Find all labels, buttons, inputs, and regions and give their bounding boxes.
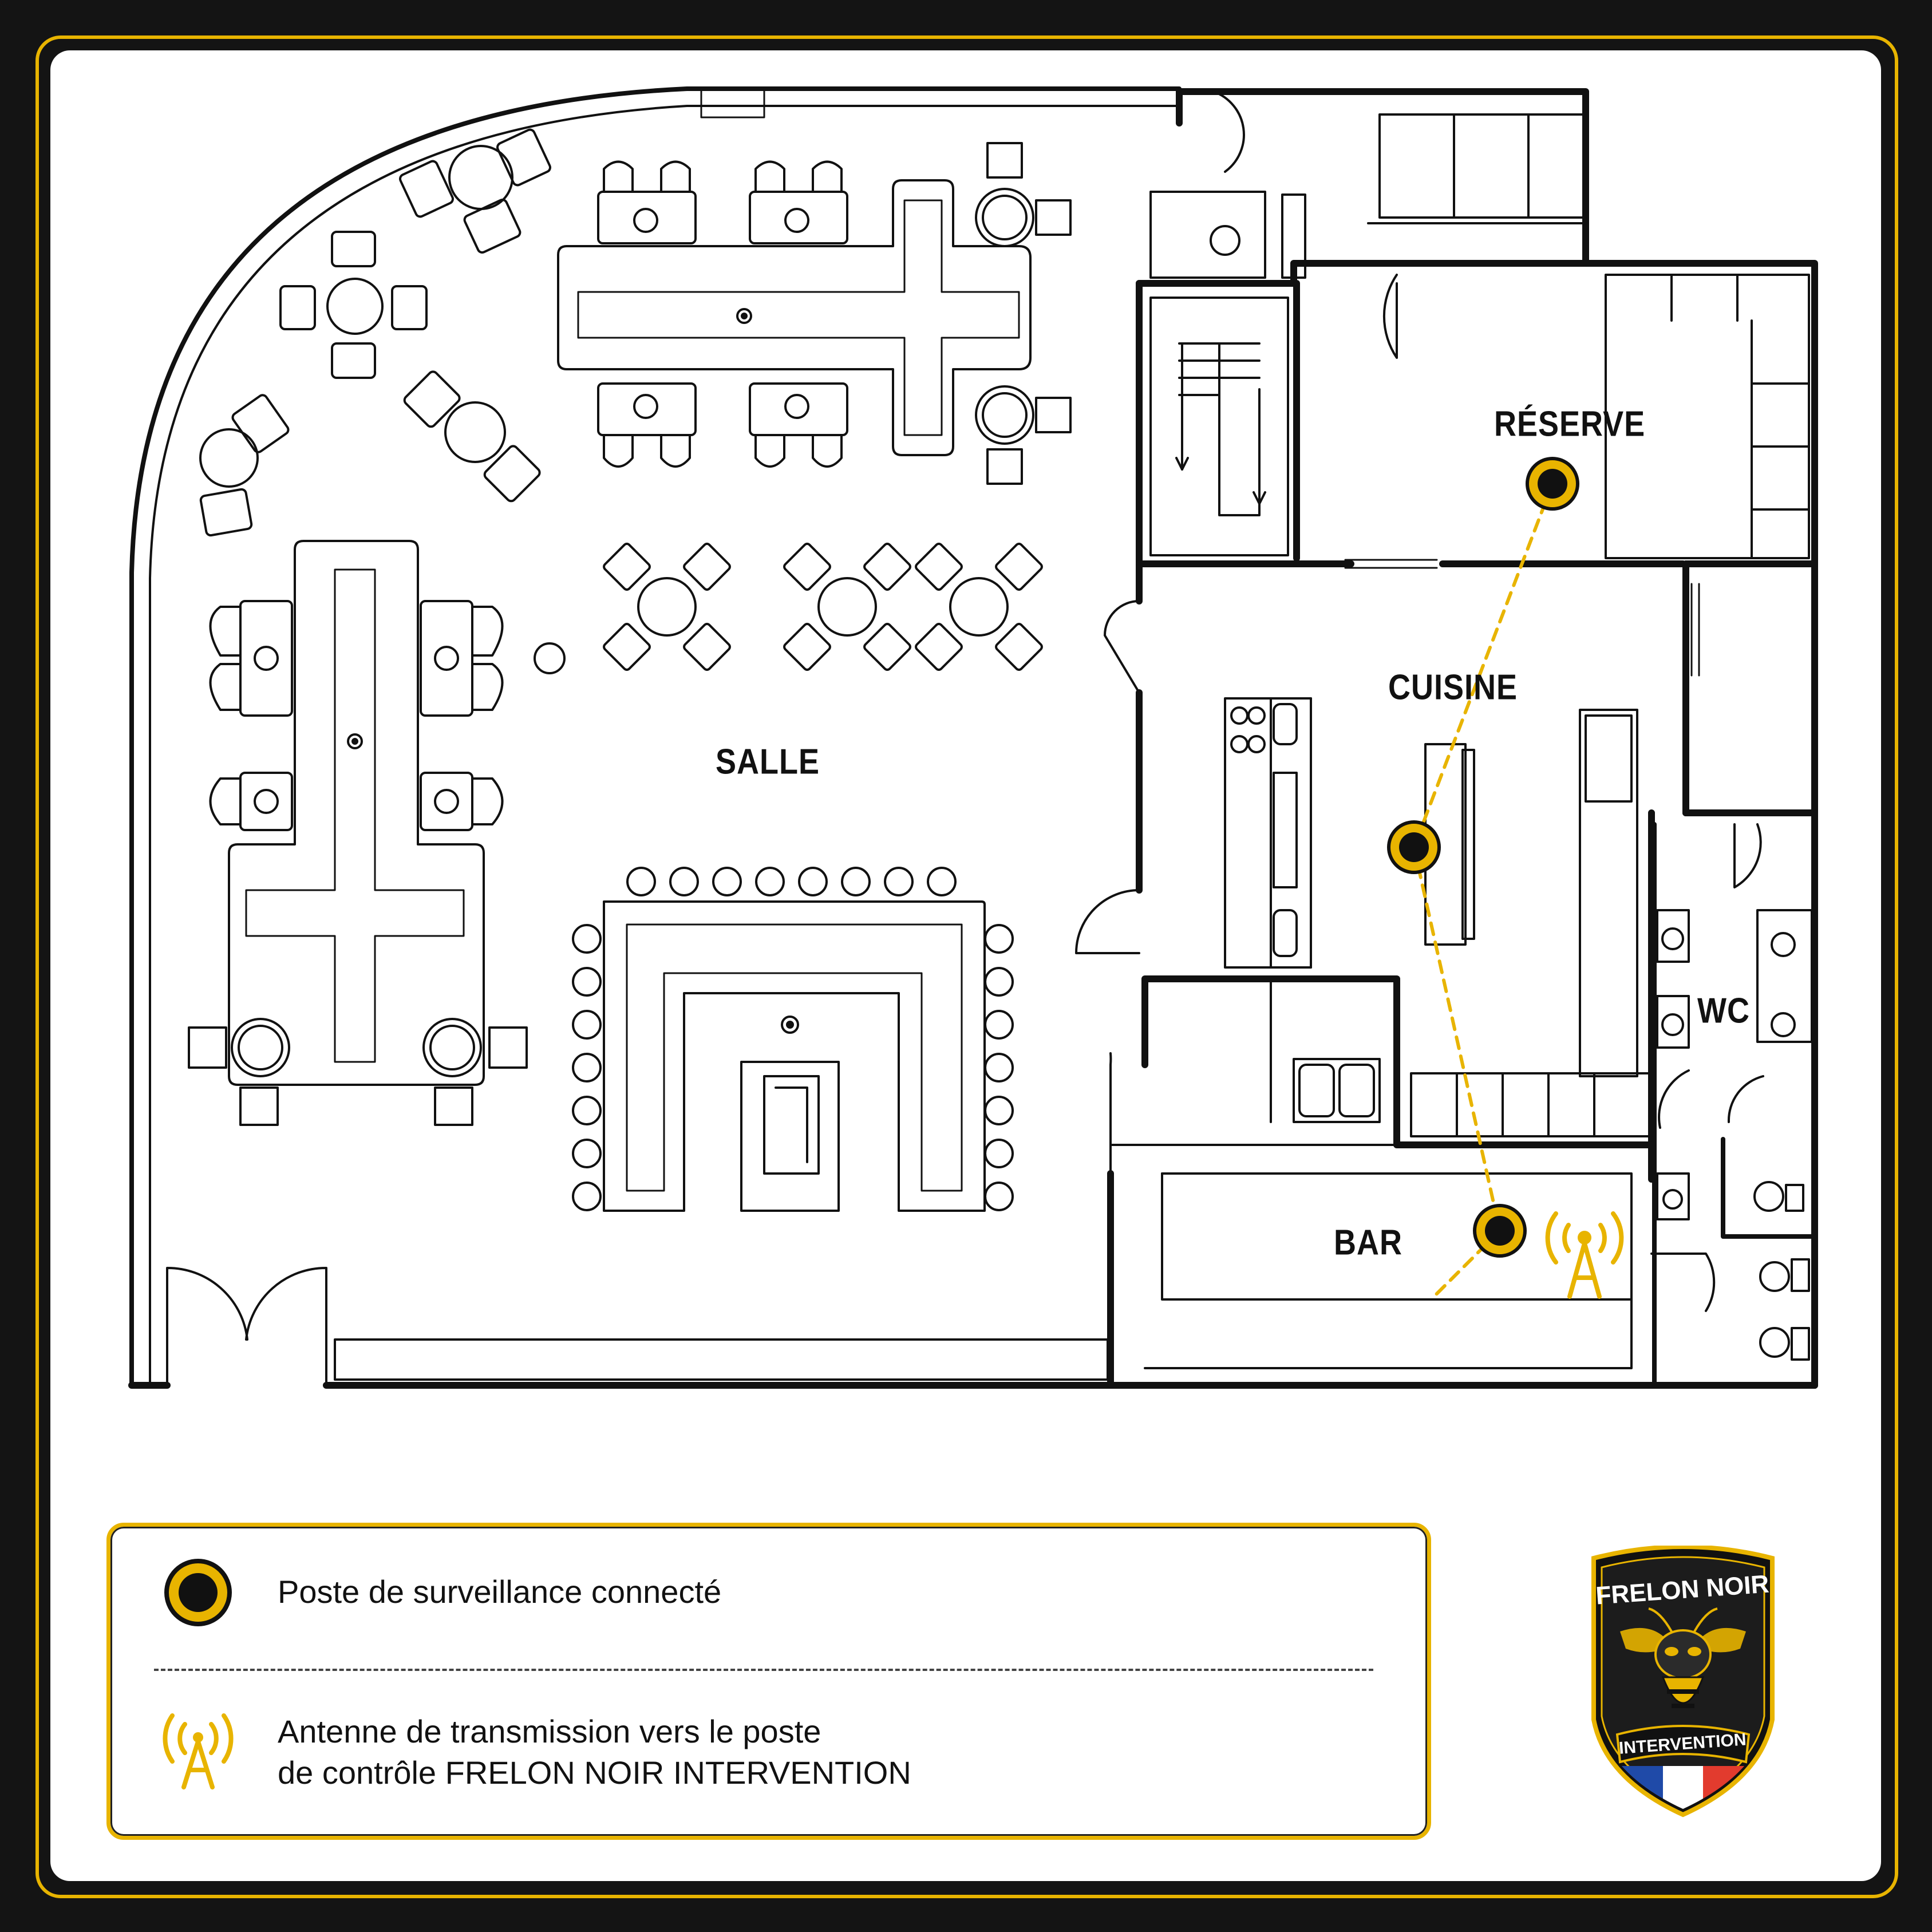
network-links [1412,482,1554,1298]
room-label-wc: WC [1697,991,1750,1031]
staircase [1149,297,1289,556]
room-label-cuisine: CUISINE [1388,667,1518,708]
legend-antenna-line2: de contrôle FRELON NOIR INTERVENTION [278,1755,911,1791]
interior-walls [1107,260,1818,1389]
antenna-icon [1545,1211,1624,1299]
window-marks [700,88,1700,677]
exterior-walls [128,86,1818,1389]
legend-station-label: Poste de surveillance connecté [278,1574,722,1610]
legend-divider [154,1669,1373,1671]
surveillance-station-reserve[interactable] [1526,457,1579,511]
bar-counter [1109,1144,1653,1369]
frelon-noir-badge: FRELON NOIR INTERVENTION [1591,1546,1775,1818]
kitchen-equipment [1224,697,1653,1137]
bar-stools [572,867,1014,1211]
legend-antenna-line1: Antenne de transmission vers le poste [278,1713,821,1749]
hornet-emblem [1620,1607,1746,1708]
surveillance-station-bar[interactable] [1473,1204,1527,1258]
room-label-salle: SALLE [716,742,820,782]
legend-station-icon [164,1559,232,1626]
dining-furniture [188,128,1109,1381]
legend-box: Poste de surveillance connecté Antenne d… [106,1523,1431,1840]
top-wc-fixtures [1149,191,1306,279]
doors [166,90,1764,1386]
legend-antenna-icon [163,1713,234,1789]
reserve-shelves [1367,113,1810,559]
wc-fixtures [1656,909,1813,1361]
room-label-bar: BAR [1334,1223,1402,1263]
room-label-reserve: RÉSERVE [1494,404,1646,444]
surveillance-station-cuisine[interactable] [1387,820,1441,874]
